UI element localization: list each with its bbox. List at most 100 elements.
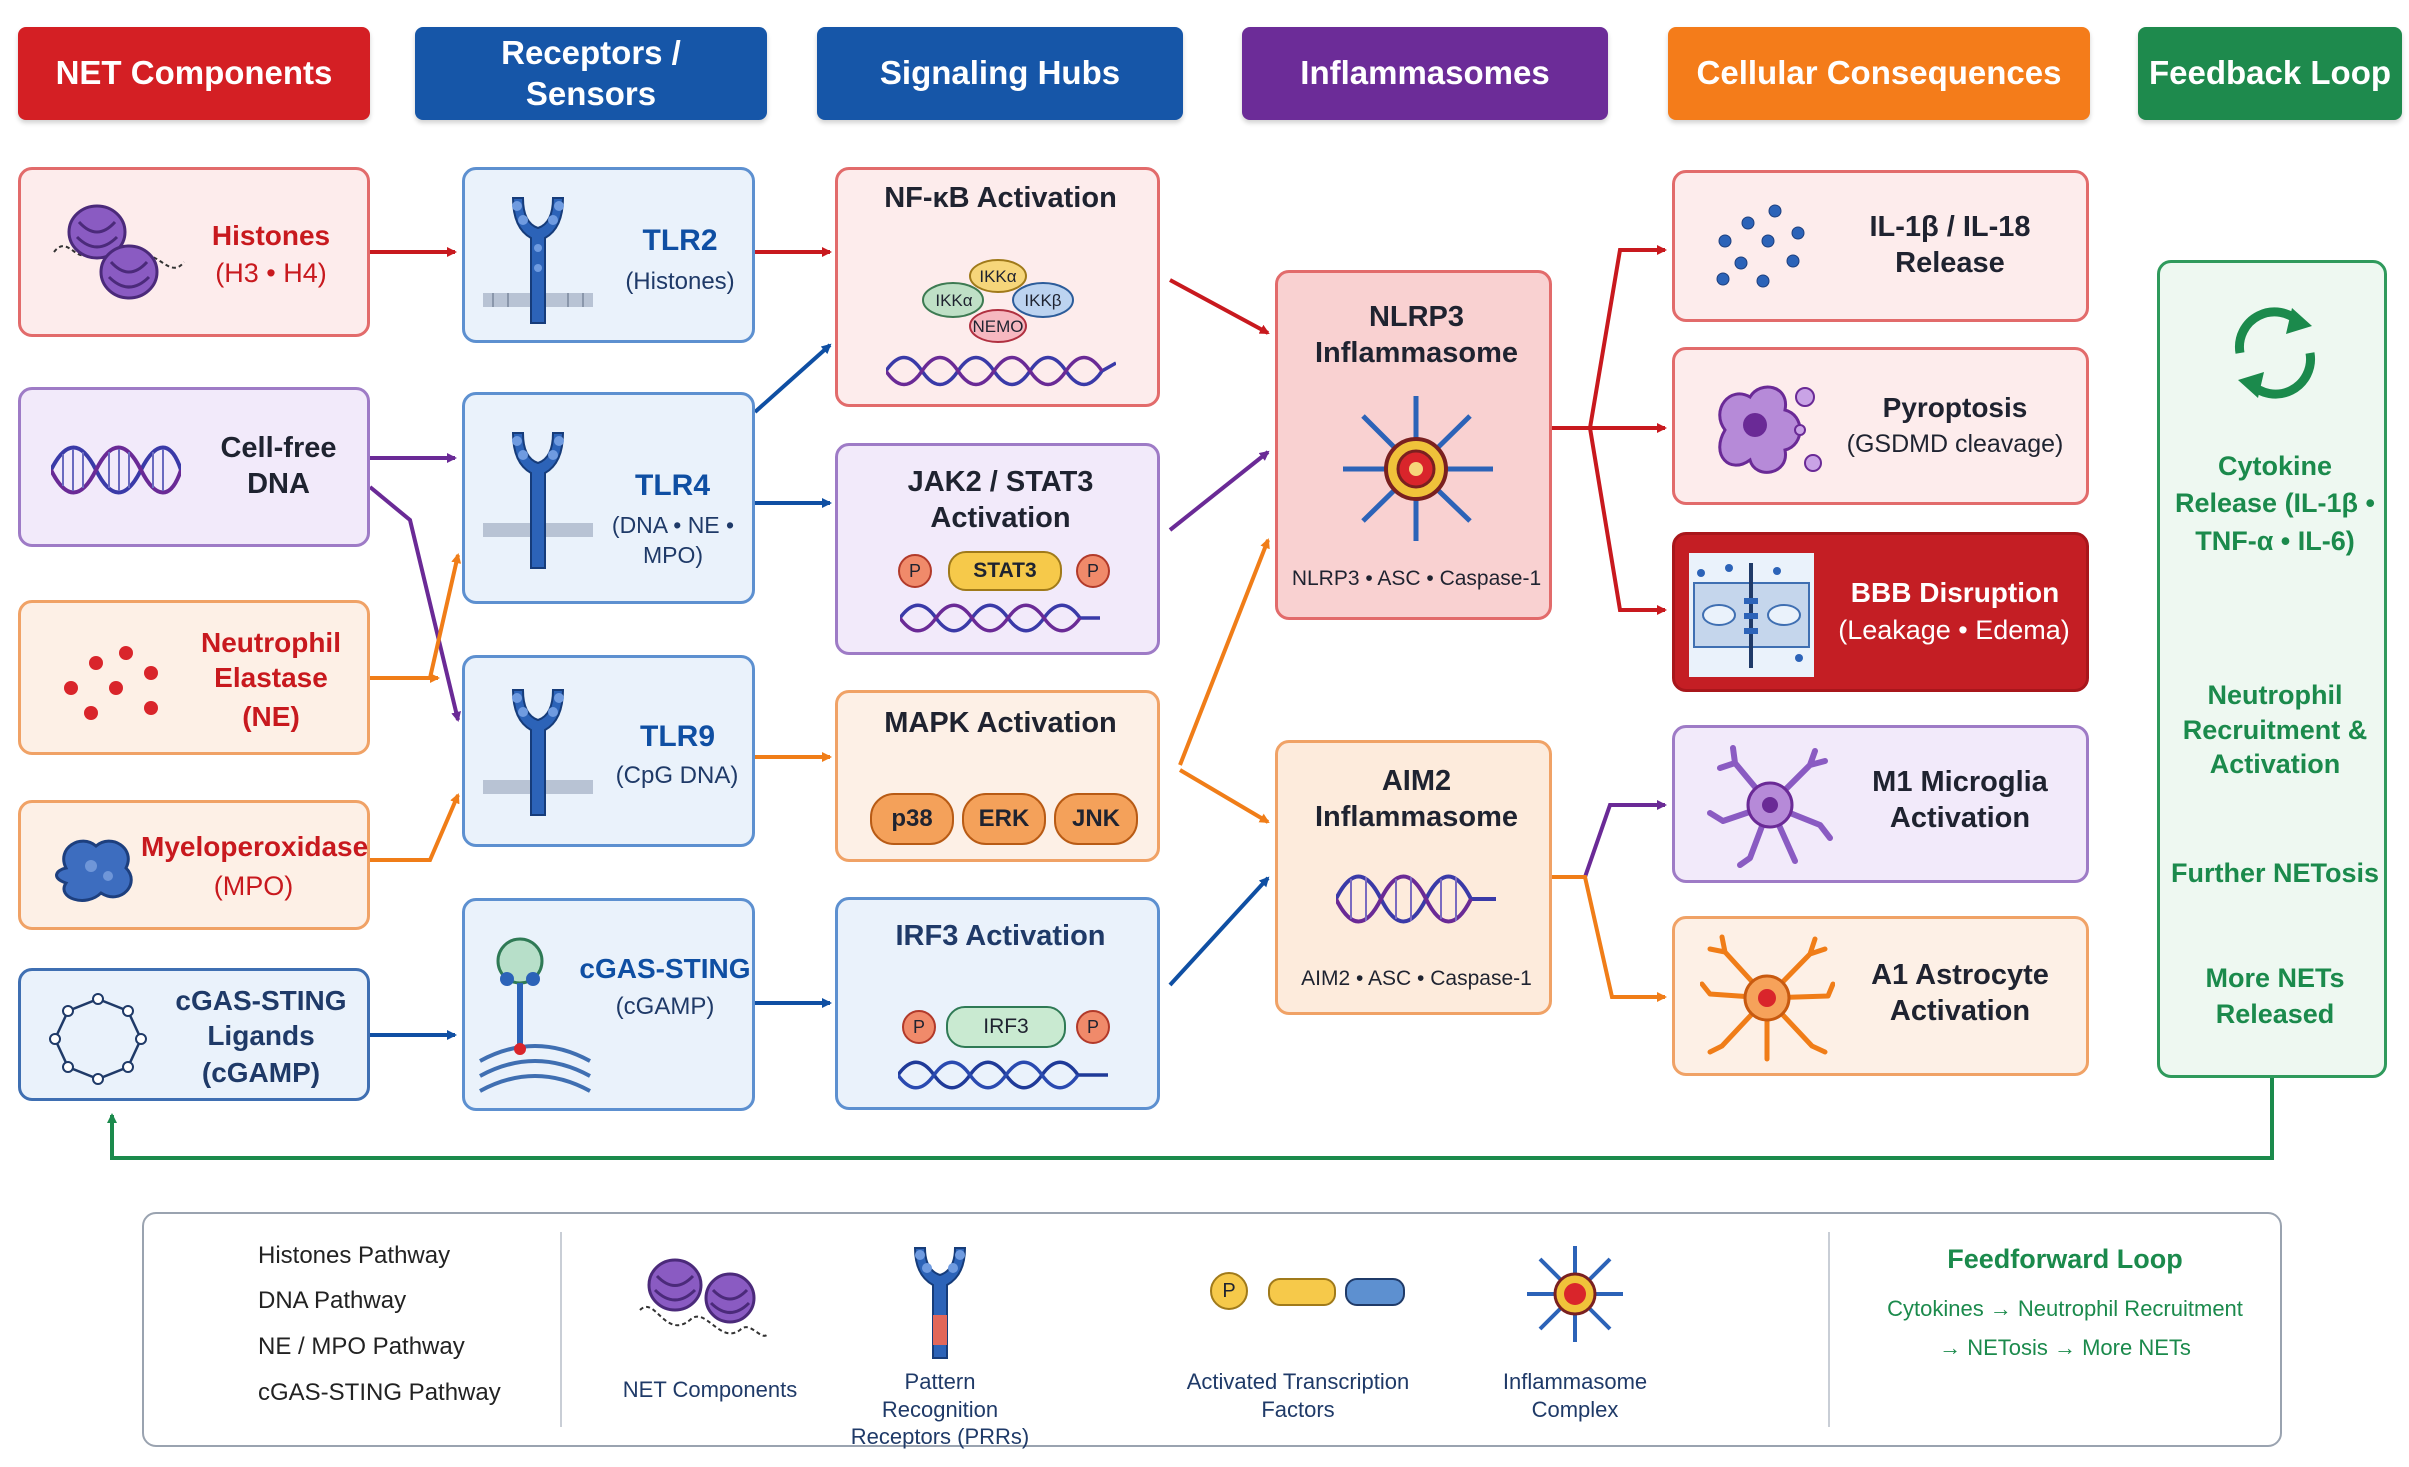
irf3-title: IRF3 Activation [895, 920, 1106, 952]
legend-panel [142, 1212, 2282, 1447]
mpo-sub: (MPO) [213, 871, 294, 901]
feedback-step-cytokines: Cytokine Release (IL-1β • TNF-α • IL-6) [2174, 451, 2375, 556]
arrow-tlr4-nfkb [753, 343, 832, 414]
legend-tf-caption: Activated Transcription Factors [1186, 1369, 1410, 1422]
node-il1b-release: IL-1β / IL-18 Release [1672, 170, 2089, 322]
node-aim2-inflammasome: AIM2 Inflammasome AIM2 • ASC • Caspase-1 [1275, 740, 1552, 1015]
dna-helix-icon [886, 355, 1116, 387]
nemo-label: NEMO [972, 317, 1024, 336]
node-jak2-stat3: JAK2 / STAT3 Activation P STAT3 P [835, 443, 1160, 655]
feedback-step-netosis: Further NETosis [2170, 858, 2380, 888]
header-consequences: Cellular Consequences [1668, 27, 2090, 120]
il1b-title: IL-1β / IL-18 Release [1869, 211, 2031, 280]
p38-pill: p38 [870, 793, 954, 845]
bbb-barrier-icon [1689, 553, 1814, 677]
ikk-gamma-label: IKKα [935, 291, 973, 310]
ikk-beta-label: IKKβ [1024, 291, 1062, 310]
aim2-sub: AIM2 • ASC • Caspase-1 [1301, 967, 1532, 990]
aim2-title: AIM2 Inflammasome [1314, 765, 1519, 834]
legend-inflammasome-caption: Inflammasome Complex [1502, 1369, 1648, 1422]
arrow-feedback-return [107, 1078, 2274, 1160]
tlr9-title: TLR9 [640, 720, 715, 753]
node-tlr9: TLR9 (CpG DNA) [462, 655, 755, 847]
cgas-ligands-title: cGAS-STING Ligands [175, 985, 347, 1051]
node-cgas-sting: cGAS-STING (cGAMP) [462, 898, 755, 1111]
inflammasome-complex-icon [1343, 396, 1493, 541]
microglia-cell-icon [1707, 745, 1833, 868]
recycle-icon [2235, 307, 2315, 399]
histone-icon [53, 204, 185, 300]
legend-prr-icon [913, 1247, 967, 1359]
mpo-enzyme-icon [55, 839, 133, 902]
dna-icon [51, 445, 181, 495]
legend-net-components-caption: NET Components [622, 1377, 798, 1402]
arrow-aim2-a1 [1552, 875, 1667, 1002]
phospho-badge-left: P [902, 1010, 936, 1044]
legend-dna-pathway: DNA Pathway [258, 1287, 407, 1314]
feedback-step-more-nets: More NETs Released [2205, 963, 2345, 1030]
node-pyroptosis: Pyroptosis (GSDMD cleavage) [1672, 347, 2089, 505]
arrow-mapk-aim2 [1178, 768, 1270, 824]
tlr2-title: TLR2 [642, 224, 718, 257]
arrow-irf3-aim2 [1168, 876, 1270, 987]
node-cgas-sting-ligands: cGAS-STING Ligands (cGAMP) [18, 968, 370, 1101]
elastase-dots-icon [64, 646, 158, 720]
arrow-aim2-m1 [1552, 800, 1667, 879]
arrow-nfkb-nlrp3 [1169, 278, 1270, 335]
legend-divider [1828, 1232, 1830, 1427]
arrow-mapk-nlrp3 [1178, 538, 1270, 766]
legend-histones-pathway: Histones Pathway [258, 1242, 451, 1269]
pyroptotic-cell-icon [1718, 385, 1822, 474]
nlrp3-sub: NLRP3 • ASC • Caspase-1 [1291, 567, 1542, 590]
node-irf3-activation: IRF3 Activation P IRF3 P [835, 897, 1160, 1110]
irf3-pill: IRF3 [946, 1006, 1066, 1048]
nlrp3-title: NLRP3 Inflammasome [1314, 301, 1519, 370]
node-m1-microglia: M1 Microglia Activation [1672, 725, 2089, 883]
node-nlrp3-inflammasome: NLRP3 Inflammasome NLRP3 • ASC • Caspase… [1275, 270, 1552, 620]
bbb-sub: (Leakage • Edema) [1838, 615, 2070, 645]
jnk-pill: JNK [1054, 793, 1138, 845]
legend-feedforward-line1: Cytokines → Neutrophil Recruitment [1887, 1296, 2243, 1321]
pyroptosis-sub: (GSDMD cleavage) [1846, 430, 2064, 458]
feedback-step-recruitment: Neutrophil Recruitment & Activation [2182, 680, 2368, 780]
tlr2-sub: (Histones) [625, 268, 735, 295]
tlr9-sub: (CpG DNA) [615, 762, 739, 789]
legend-feedforward-line2: → NETosis → More NETs [1939, 1335, 2191, 1360]
phospho-badge-right: P [1076, 1010, 1110, 1044]
legend-inflammasome-icon [1527, 1246, 1623, 1342]
legend-prr-caption: Pattern Recognition Receptors (PRRs) [850, 1369, 1030, 1449]
erk-pill: ERK [962, 793, 1046, 845]
node-neutrophil-elastase: Neutrophil Elastase (NE) [18, 600, 370, 755]
header-inflammasomes: Inflammasomes [1242, 27, 1608, 120]
dna-helix-icon [898, 1060, 1108, 1090]
node-tlr2: TLR2 (Histones) [462, 167, 755, 343]
pyroptosis-title: Pyroptosis [1882, 392, 2028, 423]
bbb-title: BBB Disruption [1850, 577, 2060, 608]
node-histones: Histones (H3 • H4) [18, 167, 370, 337]
node-myeloperoxidase: Myeloperoxidase (MPO) [18, 800, 370, 930]
dna-helix-icon [1336, 874, 1496, 924]
arrow-mpo-tlr9 [370, 793, 460, 862]
header-signaling: Signaling Hubs [817, 27, 1183, 120]
cgas-sting-sub: (cGAMP) [615, 993, 715, 1020]
dna-helix-icon [900, 603, 1100, 633]
histones-title: Histones [211, 220, 331, 251]
node-a1-astrocyte: A1 Astrocyte Activation [1672, 916, 2089, 1076]
legend-feedforward-title: Feedforward Loop [1947, 1244, 2183, 1274]
legend-tf-blue-pill [1345, 1278, 1405, 1306]
cgamp-molecule-icon [49, 993, 147, 1085]
node-feedback-loop: Cytokine Release (IL-1β • TNF-α • IL-6) … [2157, 260, 2387, 1078]
cell-free-dna-title: Cell-free DNA [220, 432, 337, 501]
arrow-jak-nlrp3 [1168, 450, 1270, 532]
header-receptors: Receptors / Sensors [415, 27, 767, 120]
node-cell-free-dna: Cell-free DNA [18, 387, 370, 547]
tlr4-title: TLR4 [635, 469, 710, 502]
cgas-sting-title: cGAS-STING [579, 953, 751, 984]
cytokine-dots-icon [1716, 204, 1805, 288]
mpo-title: Myeloperoxidase [141, 831, 369, 862]
phospho-badge-left: P [898, 554, 932, 588]
header-net-components: NET Components [18, 27, 370, 120]
tlr-receptor-icon [483, 689, 593, 816]
histones-sub: (H3 • H4) [215, 258, 327, 288]
tlr-receptor-icon [483, 197, 593, 324]
